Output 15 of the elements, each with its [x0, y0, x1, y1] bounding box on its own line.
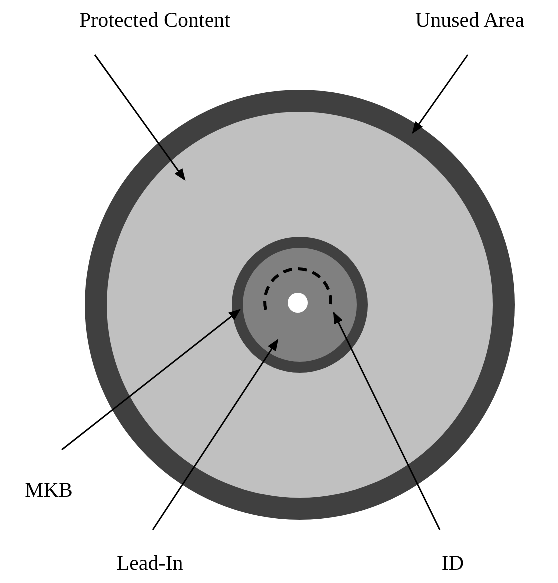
part-label: Protected Content: [79, 10, 231, 31]
part-label: ID: [442, 553, 464, 574]
part-label: MKB: [25, 480, 73, 501]
outer-ring: [85, 90, 515, 520]
disc-area: [107, 112, 493, 498]
leader-line: [412, 54, 469, 134]
leader-line: [62, 309, 241, 451]
dashed-arc: [264, 268, 332, 310]
leader-line: [333, 312, 441, 530]
leader-line: [152, 339, 279, 530]
part-label: Lead-In: [116, 553, 184, 574]
leader-line: [94, 54, 186, 181]
inner-ring: [232, 237, 368, 373]
disc-area: [243, 248, 357, 362]
part-label: Unused Area: [415, 10, 525, 31]
